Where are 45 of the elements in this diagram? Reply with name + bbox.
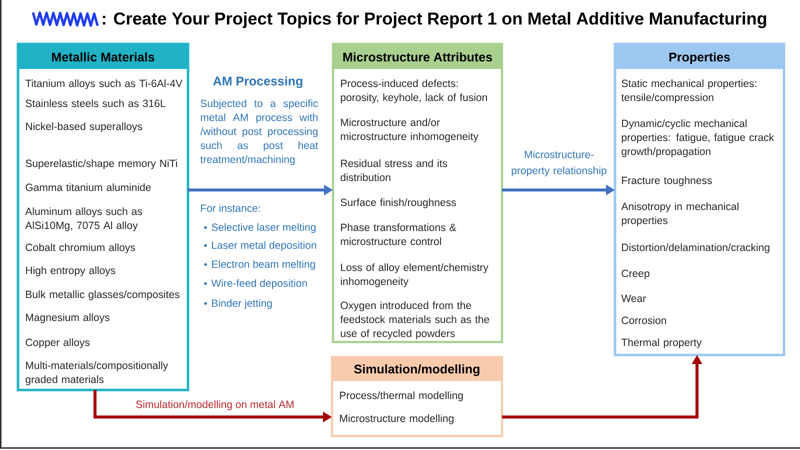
list-item: Electron beam melting (212, 260, 315, 270)
list-item: Phase transformations & microstructure control (340, 223, 456, 246)
section-heading: AM Processing (213, 76, 302, 88)
list-item: Superelastic/shape memory NiTi (26, 159, 177, 170)
list-item: Thermal property (621, 338, 702, 348)
list-item: Multi-materials/compositionally graded materials (26, 361, 168, 386)
list-item: Stainless steels such as 316L (26, 99, 166, 108)
list-item: Bulk metallic glasses/composites (26, 290, 180, 300)
list-item: Nickel-based superalloys (26, 122, 142, 132)
list-item: Corrosion (622, 316, 666, 324)
list-item: Microstructure and/or microstructure inhomogeneity (340, 118, 478, 142)
list-item: Anisotropy in mechanical properties (621, 202, 738, 226)
list-item: Surface finish/roughness (340, 198, 456, 208)
header-band: Simulation/modelling (332, 357, 502, 381)
list-item: Creep (622, 270, 650, 280)
list-item: Residual stress and its distribution (340, 159, 448, 182)
list-item: Titanium alloys such as Ti-6Al-4V (25, 79, 182, 90)
list-item: Wear (621, 294, 646, 302)
header-band: Microstructure Attributes (333, 44, 502, 69)
edge-label: Microstructure-property relationship (506, 150, 612, 178)
header-band: Metallic Materials (18, 44, 188, 69)
list-item: Magnesium alloys (26, 313, 110, 324)
list-item: High entropy alloys (26, 266, 116, 276)
list-item: Copper alloys (26, 338, 90, 348)
list-item: Fracture toughness (622, 176, 712, 186)
header-band: Properties (615, 44, 784, 69)
list-item: Gamma titanium aluminide (26, 183, 151, 192)
list-item: Loss of alloy element/chemistry inhomogeneity (340, 263, 488, 288)
list-item: Wire-feed deposition (211, 279, 307, 289)
list-item: Process/thermal modelling (340, 391, 463, 402)
list-item: Selective laser melting (212, 223, 316, 233)
list-item: Microstructure modelling (340, 414, 454, 424)
list-item: Dynamic/cyclic mechanical properties: fatigue, fatigue crack growth/propagation (622, 119, 774, 158)
description-text: Subjected to a specific metal AM process with /without post processing such as post heat treatment/machining (200, 99, 318, 166)
list-item: Aluminum alloys such as AlSi10Mg, 7075 Al alloy (25, 207, 142, 232)
intro-text: For instance: (201, 204, 260, 212)
slide-title: : Create Your Project Topics for Project Report 1 on Metal Additive Manufacturing (102, 12, 766, 28)
list-item: Static mechanical properties: tensile/compression (621, 79, 756, 104)
list-item: Distortion/delamination/cracking (622, 243, 770, 254)
list-item: Oxygen introduced from the feedstock materials such as the use of recycled powders (340, 301, 490, 340)
list-item: Laser metal deposition (212, 241, 316, 251)
list-item: Process-induced defects: porosity, keyhole, lack of fusion (340, 79, 487, 104)
list-item: Cobalt chromium alloys (26, 243, 136, 254)
list-item: Binder jetting (212, 299, 272, 309)
edge-label: Simulation/modelling on metal AM (134, 399, 296, 412)
